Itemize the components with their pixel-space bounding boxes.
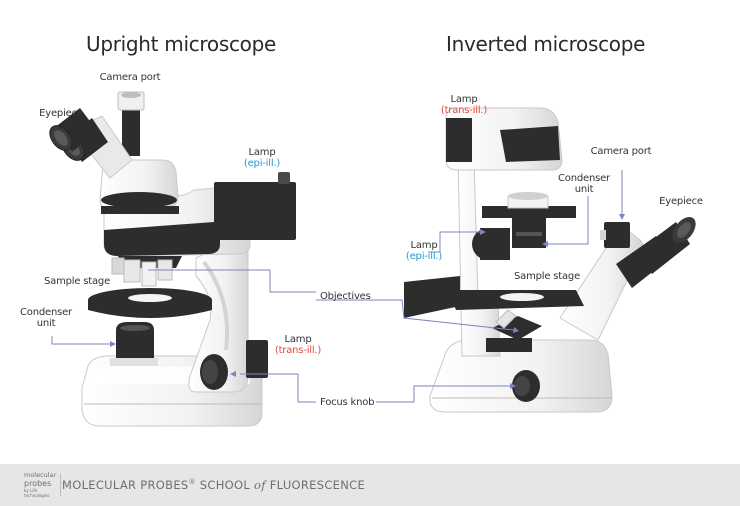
label-upright-lamp-text: Lamp	[248, 147, 276, 158]
label-inverted-condenser-line1: Condenser	[558, 173, 610, 184]
molecular-probes-logo: molecular probes by Life technologies	[24, 471, 58, 499]
inverted-objectives	[486, 309, 542, 352]
label-objectives: Objectives	[320, 291, 371, 302]
label-upright-lamp-trans-text: (trans-ill.)	[274, 345, 322, 356]
inverted-title: Inverted microscope	[446, 32, 646, 56]
upright-lamp-epi-housing	[214, 182, 296, 240]
label-focus-knob: Focus knob	[320, 397, 375, 408]
label-inverted-lamp-epi: Lamp (epi-ill.)	[406, 240, 442, 262]
label-upright-lamp-trans: Lamp (trans-ill.)	[275, 334, 321, 356]
label-upright-lamp-epi: Lamp (epi-ill.)	[244, 147, 280, 169]
upright-camera-port	[122, 108, 140, 156]
label-inverted-lamp-text: Lamp	[450, 94, 478, 105]
pointer-inverted-objectives	[316, 299, 515, 331]
label-inverted-lamp-trans-text: (trans-ill.)	[440, 105, 488, 116]
upright-sample-stage	[88, 288, 212, 318]
footer-divider	[60, 474, 61, 496]
upright-lamp-trans-housing	[246, 340, 268, 378]
label-upright-camera-port: Camera port	[99, 72, 161, 83]
upright-title: Upright microscope	[86, 32, 276, 56]
logo-line2: probes	[24, 479, 52, 488]
school-of-fluorescence-title: MOLECULAR PROBES® SCHOOL of FLUORESCENCE	[62, 478, 365, 492]
school-text-part1: MOLECULAR PROBES	[62, 478, 189, 492]
label-inverted-camera-port: Camera port	[590, 146, 652, 157]
inverted-focus-knob	[512, 370, 540, 402]
inverted-microscope	[404, 107, 696, 413]
pointer-arrowheads	[110, 214, 625, 389]
upright-eyepieces	[49, 108, 133, 179]
label-inverted-lamp-trans: Lamp (trans-ill.)	[441, 94, 487, 116]
inverted-eyepieces	[616, 216, 696, 288]
label-upright-eyepiece: Eyepiece	[39, 108, 83, 119]
upright-focus-knob	[200, 354, 228, 390]
upright-objectives	[111, 256, 182, 287]
inverted-camera-port	[604, 222, 630, 248]
school-text-of: of	[254, 478, 266, 492]
label-upright-lamp2-text: Lamp	[284, 334, 312, 345]
pointer-inverted-focus	[376, 385, 510, 403]
label-upright-condenser: Condenser unit	[20, 307, 72, 329]
label-upright-lamp-epi-text: (epi-ill.)	[243, 158, 281, 169]
label-inverted-eyepiece: Eyepiece	[659, 196, 703, 207]
label-upright-condenser-line2: unit	[36, 318, 56, 329]
microscope-illustrations	[49, 91, 696, 427]
logo-line3: by Life technologies	[24, 488, 50, 498]
inverted-sample-stage	[404, 276, 584, 318]
school-text-part3: FLUORESCENCE	[265, 478, 366, 492]
label-inverted-condenser-line2: unit	[574, 184, 594, 195]
label-inverted-lamp2-text: Lamp	[410, 240, 438, 251]
inverted-lamp-epi	[472, 228, 510, 260]
upright-microscope	[49, 91, 296, 427]
label-upright-sample-stage: Sample stage	[44, 276, 111, 287]
label-inverted-lamp-epi-text: (epi-ill.)	[405, 251, 443, 262]
upright-condenser	[110, 322, 158, 366]
pointer-upright-condenser	[51, 336, 110, 345]
label-inverted-sample-stage: Sample stage	[514, 271, 581, 282]
school-text-part2: SCHOOL	[195, 478, 255, 492]
pointer-inverted-lamp-epi	[428, 231, 480, 253]
logo-line1: molecular	[24, 471, 57, 479]
pointer-upright-objectives	[148, 269, 316, 293]
registered-mark: ®	[188, 478, 196, 487]
inverted-condenser	[482, 192, 576, 248]
label-inverted-condenser: Condenser unit	[558, 173, 610, 195]
pointer-inverted-condenser	[548, 196, 589, 245]
footer-bar: molecular probes by Life technologies MO…	[0, 464, 740, 506]
label-upright-condenser-line1: Condenser	[20, 307, 72, 318]
pointer-upright-focus	[240, 373, 316, 403]
pointer-lines	[51, 170, 623, 403]
